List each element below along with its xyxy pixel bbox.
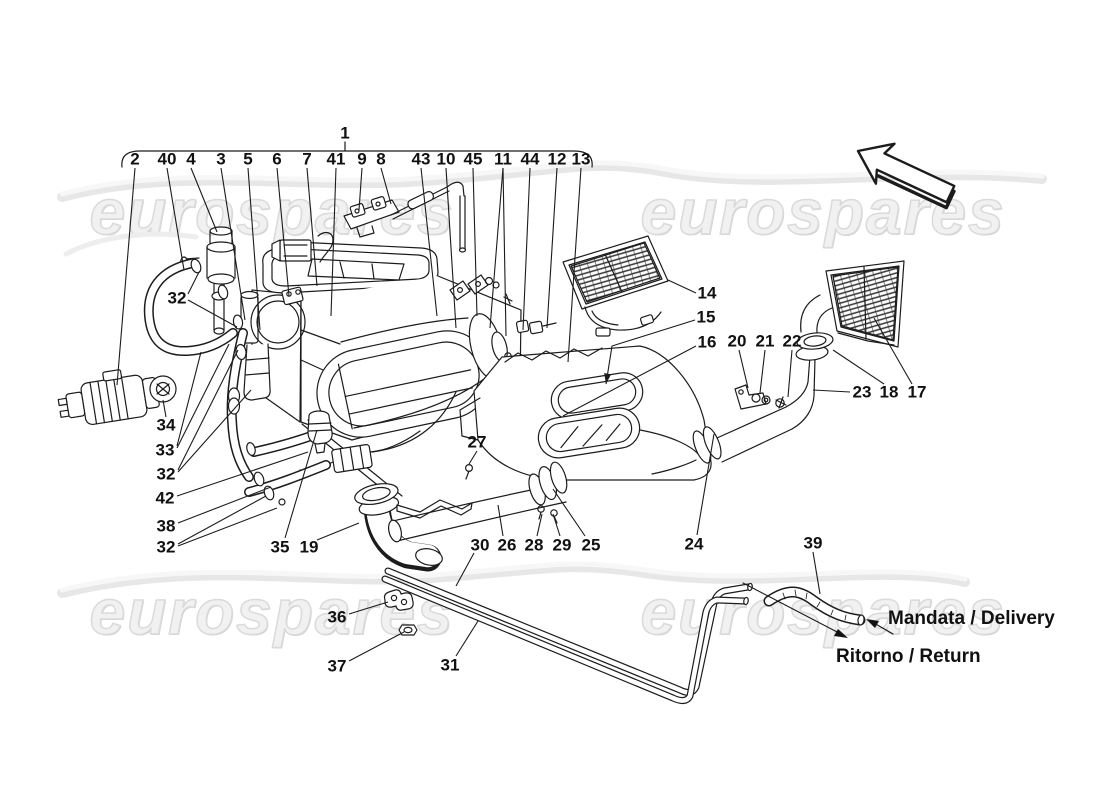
part-callout-40: 40 [157, 149, 177, 169]
heater-box [251, 241, 522, 501]
part-callout-37: 37 [327, 656, 347, 676]
drain-elbow [307, 410, 333, 454]
part-callout-1: 1 [340, 123, 350, 143]
part-callout-42: 42 [155, 488, 175, 508]
watermark-swoosh [57, 160, 1047, 598]
part-callout-27: 27 [467, 432, 487, 452]
right-vent [825, 260, 905, 348]
part-callout-5: 5 [243, 149, 253, 169]
part-callout-32: 32 [167, 288, 187, 308]
part-callout-16: 16 [697, 332, 717, 352]
delivery-hose [763, 586, 866, 626]
part-callout-7: 7 [302, 149, 312, 169]
bracket-parts [271, 231, 334, 306]
part-callout-8: 8 [376, 149, 386, 169]
return-flow-label: Ritorno / Return [836, 646, 981, 667]
center-vent [562, 235, 669, 337]
part-callout-45: 45 [463, 149, 483, 169]
part-callout-2: 2 [130, 149, 140, 169]
part-callout-34: 34 [156, 415, 176, 435]
part-callout-25: 25 [581, 535, 601, 555]
watermark-text: eurospares [89, 575, 455, 649]
part-callout-10: 10 [436, 149, 456, 169]
part-callout-17: 17 [907, 382, 927, 402]
part-callout-4: 4 [186, 149, 196, 169]
heater-pipe [387, 461, 568, 543]
part-callout-20: 20 [727, 331, 747, 351]
part-callout-3: 3 [216, 149, 226, 169]
part-callout-33: 33 [155, 440, 175, 460]
elbow-duct [354, 483, 443, 572]
part-callout-21: 21 [755, 331, 775, 351]
part-callout-35: 35 [270, 537, 290, 557]
part-callout-43: 43 [411, 149, 431, 169]
part-callout-11: 11 [494, 149, 512, 169]
part-callout-26: 26 [497, 535, 517, 555]
cable-lever [343, 196, 400, 238]
callout-leader-lines [116, 167, 913, 662]
part-callout-28: 28 [524, 535, 544, 555]
part-callout-31: 31 [440, 655, 460, 675]
part-callout-38: 38 [156, 516, 176, 536]
part-callout-39: 39 [803, 533, 823, 553]
part-callout-6: 6 [272, 149, 282, 169]
coupling-sleeve [528, 461, 568, 506]
part-callout-9: 9 [357, 149, 367, 169]
part-callout-18: 18 [879, 382, 899, 402]
part-callout-36: 36 [327, 607, 347, 627]
delivery-flow-label: Mandata / Delivery [888, 608, 1055, 629]
grommet [149, 375, 177, 403]
flow-arrows [742, 582, 894, 638]
part-callout-23: 23 [852, 382, 872, 402]
part-callout-14: 14 [697, 283, 717, 303]
pipe-bracket [734, 384, 787, 410]
direction-arrow-icon [856, 142, 956, 210]
part-callout-22: 22 [782, 331, 802, 351]
mount-strap [396, 464, 474, 519]
part-callout-32: 32 [156, 464, 176, 484]
part-callout-15: 15 [696, 307, 716, 327]
distribution-duct [459, 345, 712, 481]
part-callout-30: 30 [470, 535, 490, 555]
thin-pipes [381, 567, 753, 705]
part-callout-44: 44 [520, 149, 540, 169]
part-callout-41: 41 [326, 149, 346, 169]
part-callout-32: 32 [156, 537, 176, 557]
part-callout-19: 19 [299, 537, 319, 557]
hoses [143, 258, 333, 506]
control-rod [390, 181, 467, 253]
mid-connectors [515, 319, 557, 335]
part-callout-12: 12 [547, 149, 567, 169]
part-callout-13: 13 [571, 149, 591, 169]
assembly-bracket [121, 141, 593, 168]
part-callout-29: 29 [552, 535, 572, 555]
clamp-ring-18 [796, 332, 834, 350]
part-callout-24: 24 [684, 534, 704, 554]
